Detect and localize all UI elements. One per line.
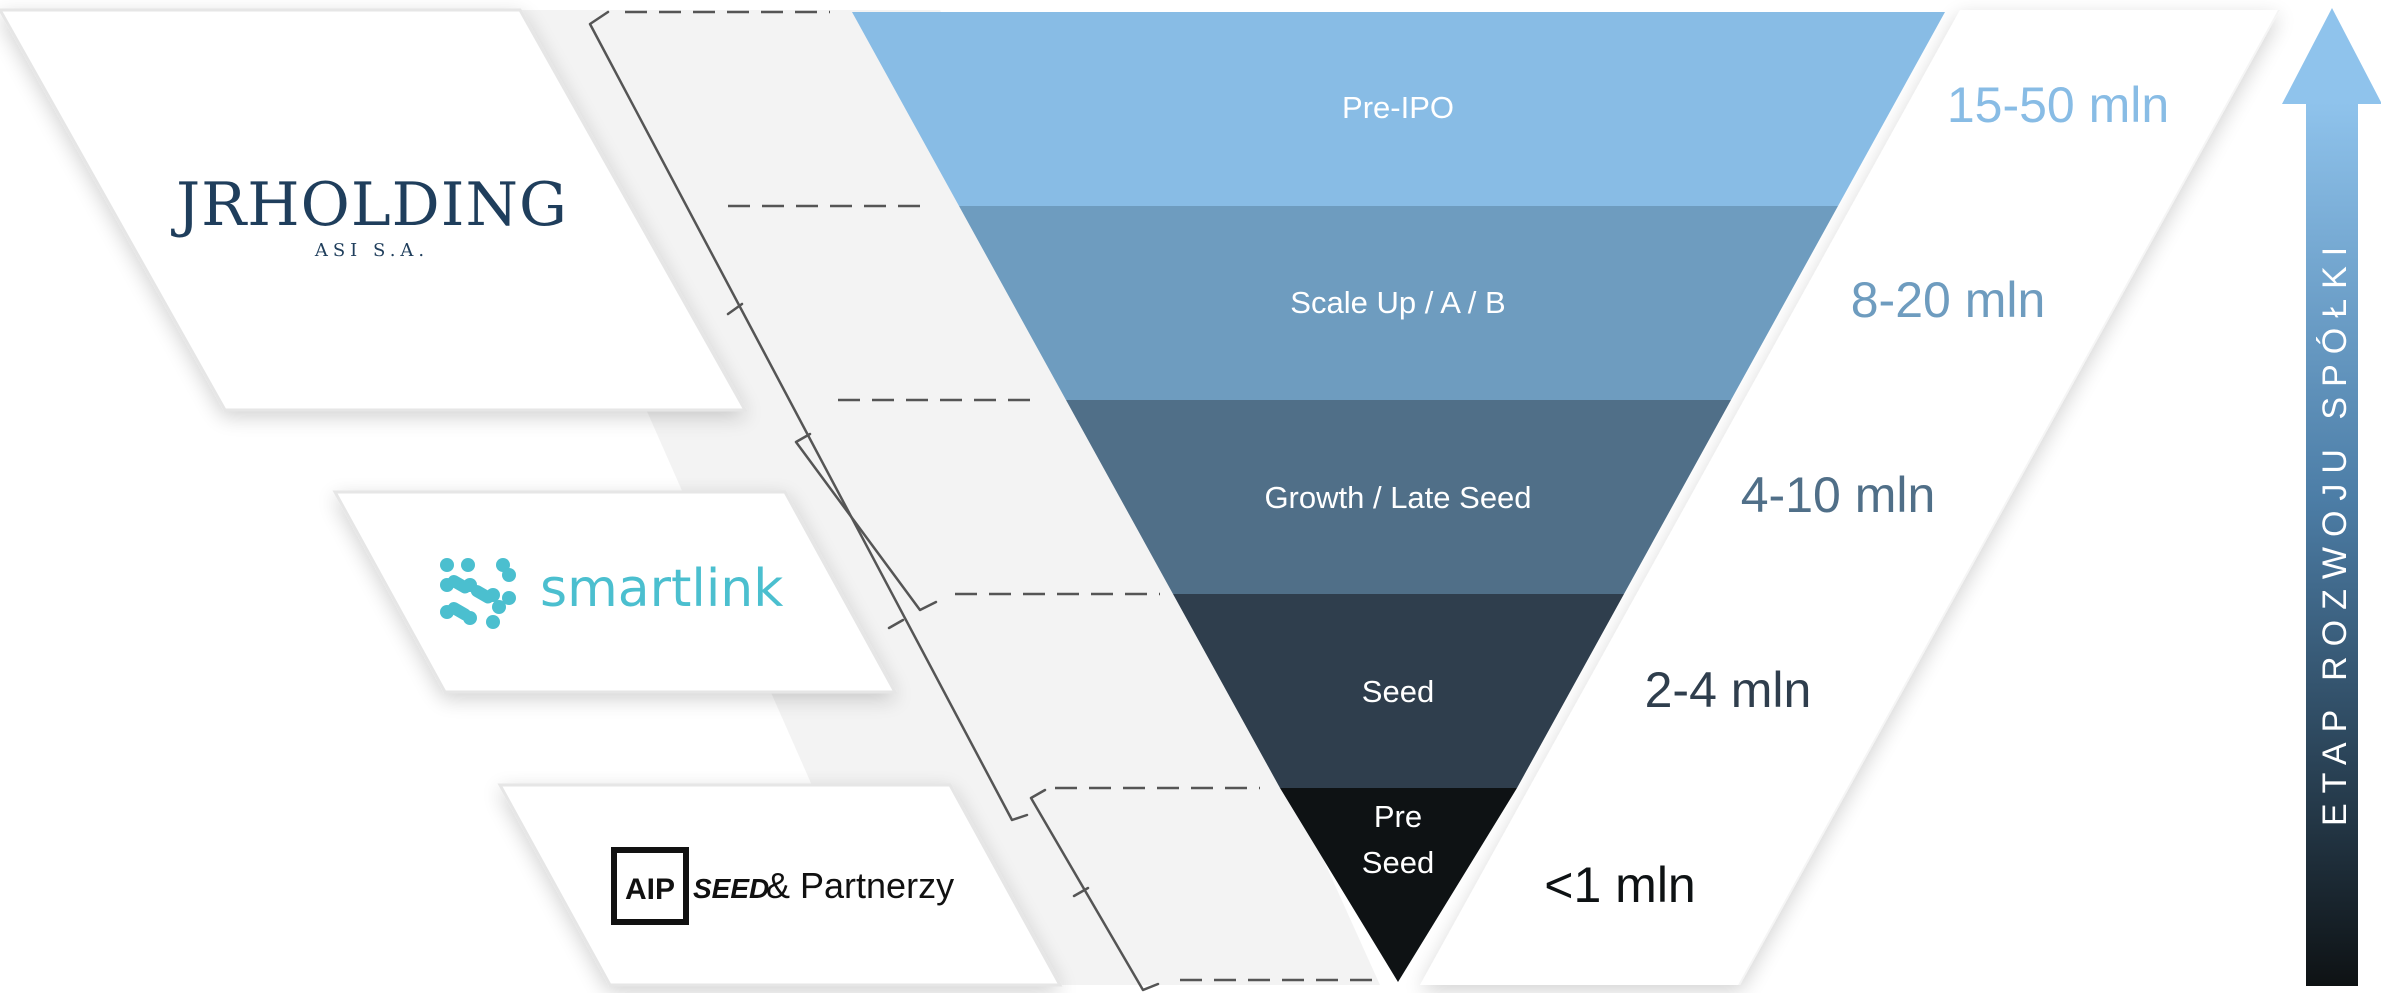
stage-pre-seed-label-line2: Seed <box>1362 845 1434 880</box>
smartlink-logo: smartlink <box>440 558 783 629</box>
stage-seed-label: Seed <box>1362 674 1434 709</box>
stage-pre-ipo-label: Pre-IPO <box>1342 90 1454 125</box>
development-stage-arrow: ETAP ROZWOJU SPÓŁKI <box>2282 8 2381 986</box>
amount-growth: 4-10 mln <box>1741 467 1936 523</box>
jr-holding-logo: JRHOLDING ASI S.A. <box>170 170 568 261</box>
arrow-head <box>2282 8 2381 104</box>
jr-holding-card <box>0 8 748 412</box>
amount-seed: 2-4 mln <box>1645 662 1812 718</box>
stage-seed-band <box>1173 594 1624 788</box>
aip-logo: AIP SEED & Partnerzy <box>611 847 954 925</box>
jr-holding-logo-subtext: ASI S.A. <box>314 240 429 261</box>
aip-logo-box-text: AIP <box>625 873 675 906</box>
smartlink-bracket <box>794 432 938 612</box>
stage-boundary-dashes <box>625 10 1380 982</box>
arrow-label: ETAP ROZWOJU SPÓŁKI <box>2316 237 2354 826</box>
jr-holding-bracket <box>588 10 1029 822</box>
stage-scale-up-label: Scale Up / A / B <box>1290 285 1505 320</box>
stage-growth-band <box>1066 400 1731 594</box>
amount-pre-seed: <1 mln <box>1544 857 1695 913</box>
jr-holding-logo-text: JRHOLDING <box>170 170 568 240</box>
aip-bracket <box>1029 788 1160 992</box>
arrow-shaft <box>2306 102 2358 986</box>
aip-partners-text: & Partnerzy <box>766 865 954 906</box>
stage-pre-ipo-band <box>852 12 1945 206</box>
stage-pre-seed-label-line1: Pre <box>1374 799 1422 834</box>
smartlink-logo-text: smartlink <box>540 559 783 619</box>
background-band <box>470 10 1380 985</box>
smartlink-card <box>332 490 898 694</box>
aip-card <box>497 783 1063 987</box>
stage-pre-seed-band <box>1280 788 1517 982</box>
investor-brackets <box>588 10 1160 992</box>
smartlink-logo-icon <box>440 558 516 629</box>
aip-logo-seed-text: SEED <box>693 873 769 904</box>
right-band-face <box>1420 10 2278 985</box>
amount-pre-ipo: 15-50 mln <box>1947 77 2169 133</box>
stage-growth-label: Growth / Late Seed <box>1264 480 1531 515</box>
stage-scale-up-band <box>959 206 1838 400</box>
aip-logo-box <box>611 847 689 925</box>
amount-scale-up: 8-20 mln <box>1851 272 2046 328</box>
